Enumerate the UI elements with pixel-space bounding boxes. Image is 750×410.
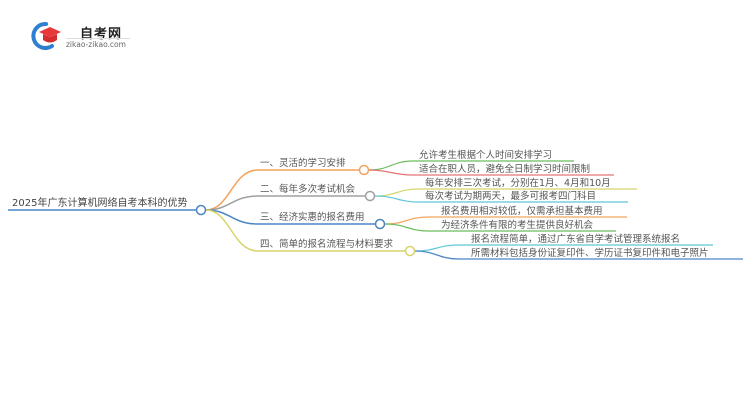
graduation-cap-icon <box>31 22 61 50</box>
logo-divider <box>66 38 130 39</box>
leaf-node-2-1[interactable]: 每年安排三次考试，分别在1月、4月和10月 <box>425 178 611 189</box>
branch-node-1[interactable]: 一、灵活的学习安排 <box>260 158 346 169</box>
branch-node-4[interactable]: 四、简单的报名流程与材料要求 <box>260 239 394 250</box>
logo-url: zikao-zikao.com <box>66 40 126 49</box>
leaf-node-4-2[interactable]: 所需材料包括身份证复印件、学历证书复印件和电子照片 <box>471 248 709 259</box>
site-logo[interactable] <box>30 20 140 52</box>
leaf-node-3-2[interactable]: 为经济条件有限的考生提供良好机会 <box>441 220 594 231</box>
leaf-node-2-2[interactable]: 每次考试为期两天，最多可报考四门科目 <box>425 191 597 202</box>
branch-node-3[interactable]: 三、经济实惠的报名费用 <box>260 212 365 223</box>
leaf-node-1-2[interactable]: 适合在职人员，避免全日制学习时间限制 <box>419 164 591 175</box>
root-node[interactable]: 2025年广东计算机网络自考本科的优势 <box>12 198 188 209</box>
root-node-toggle <box>195 204 207 216</box>
leaf-node-4-1[interactable]: 报名流程简单，通过广东省自学考试管理系统报名 <box>471 234 681 245</box>
leaf-node-3-1[interactable]: 报名费用相对较低，仅需承担基本费用 <box>441 206 603 217</box>
leaf-node-1-1[interactable]: 允许考生根据个人时间安排学习 <box>419 150 553 161</box>
branch-node-2[interactable]: 二、每年多次考试机会 <box>260 184 356 195</box>
